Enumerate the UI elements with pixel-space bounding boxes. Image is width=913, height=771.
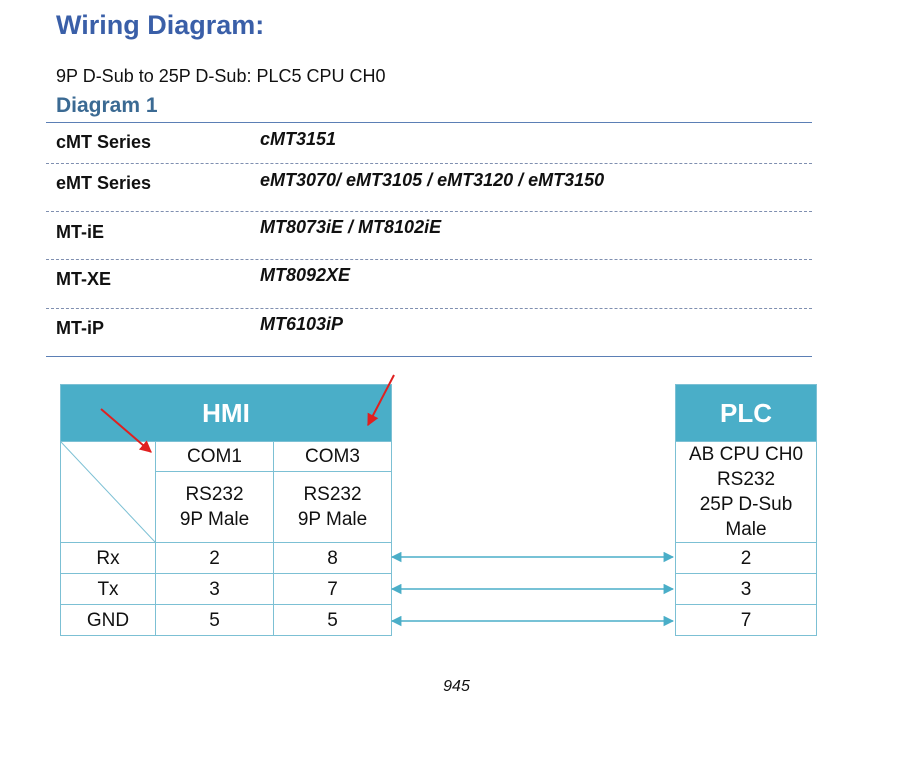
model-list: cMT3151 xyxy=(260,129,337,149)
pin-cell: 7 xyxy=(675,604,817,636)
pin-cell: 5 xyxy=(155,604,274,636)
model-list: MT6103iP xyxy=(260,314,344,334)
red-annotation-arrow-com3 xyxy=(367,374,395,427)
plc-pinout-table: PLC AB CPU CH0 RS232 25P D-Sub Male 2 3 … xyxy=(675,384,817,636)
spec-line: 25P D-Sub xyxy=(699,494,793,515)
diagonal-line xyxy=(61,442,155,542)
spec-line: RS232 xyxy=(716,469,776,490)
pin-cell: 3 xyxy=(155,573,274,605)
port-com1-spec: RS232 9P Male xyxy=(155,471,274,543)
diagram-heading: Diagram 1 xyxy=(56,94,158,117)
spec-line: RS232 xyxy=(185,484,244,506)
model-row-emt: eMT Series eMT3070/ eMT3105 / eMT3120 / … xyxy=(46,164,812,212)
spec-line: 9P Male xyxy=(179,509,250,531)
spec-line: 9P Male xyxy=(297,509,368,531)
series-label: eMT Series xyxy=(56,173,152,193)
pin-cell: 8 xyxy=(273,542,392,574)
model-row-mt-xe: MT-XE MT8092XE xyxy=(46,260,812,309)
series-label: MT-iP xyxy=(56,318,104,338)
pin-cell: 2 xyxy=(675,542,817,574)
port-com3-label: COM3 xyxy=(273,440,392,473)
model-row-cmt: cMT Series cMT3151 xyxy=(46,123,812,164)
series-label: cMT Series xyxy=(56,132,152,152)
series-label: MT-iE xyxy=(56,222,104,242)
diagonal-corner-cell xyxy=(60,441,156,543)
model-list: eMT3070/ eMT3105 / eMT3120 / eMT3150 xyxy=(260,170,605,190)
spec-line: AB CPU CH0 xyxy=(688,444,804,465)
signal-gnd: GND xyxy=(60,604,156,636)
model-row-mt-ip: MT-iP MT6103iP xyxy=(46,309,812,357)
model-list: MT8092XE xyxy=(260,265,351,285)
signal-rx: Rx xyxy=(60,542,156,574)
port-com1-label: COM1 xyxy=(155,440,274,473)
connection-subtitle: 9P D-Sub to 25P D-Sub: PLC5 CPU CH0 xyxy=(56,66,386,86)
plc-header: PLC xyxy=(675,384,817,442)
series-label: MT-XE xyxy=(56,269,112,289)
page-title: Wiring Diagram: xyxy=(56,10,265,40)
pin-cell: 5 xyxy=(273,604,392,636)
model-compatibility-table: cMT Series cMT3151 eMT Series eMT3070/ e… xyxy=(46,122,812,357)
hmi-pinout-table: HMI COM1 COM3 RS232 9P Male RS232 9P Mal… xyxy=(60,384,392,636)
plc-spec: AB CPU CH0 RS232 25P D-Sub Male xyxy=(675,441,817,543)
spec-line: Male xyxy=(725,519,767,540)
spec-line: RS232 xyxy=(303,484,362,506)
red-annotation-arrow-com1 xyxy=(100,408,152,453)
model-row-mt-ie: MT-iE MT8073iE / MT8102iE xyxy=(46,212,812,260)
model-list: MT8073iE / MT8102iE xyxy=(260,217,442,237)
page-number: 945 xyxy=(443,678,470,695)
